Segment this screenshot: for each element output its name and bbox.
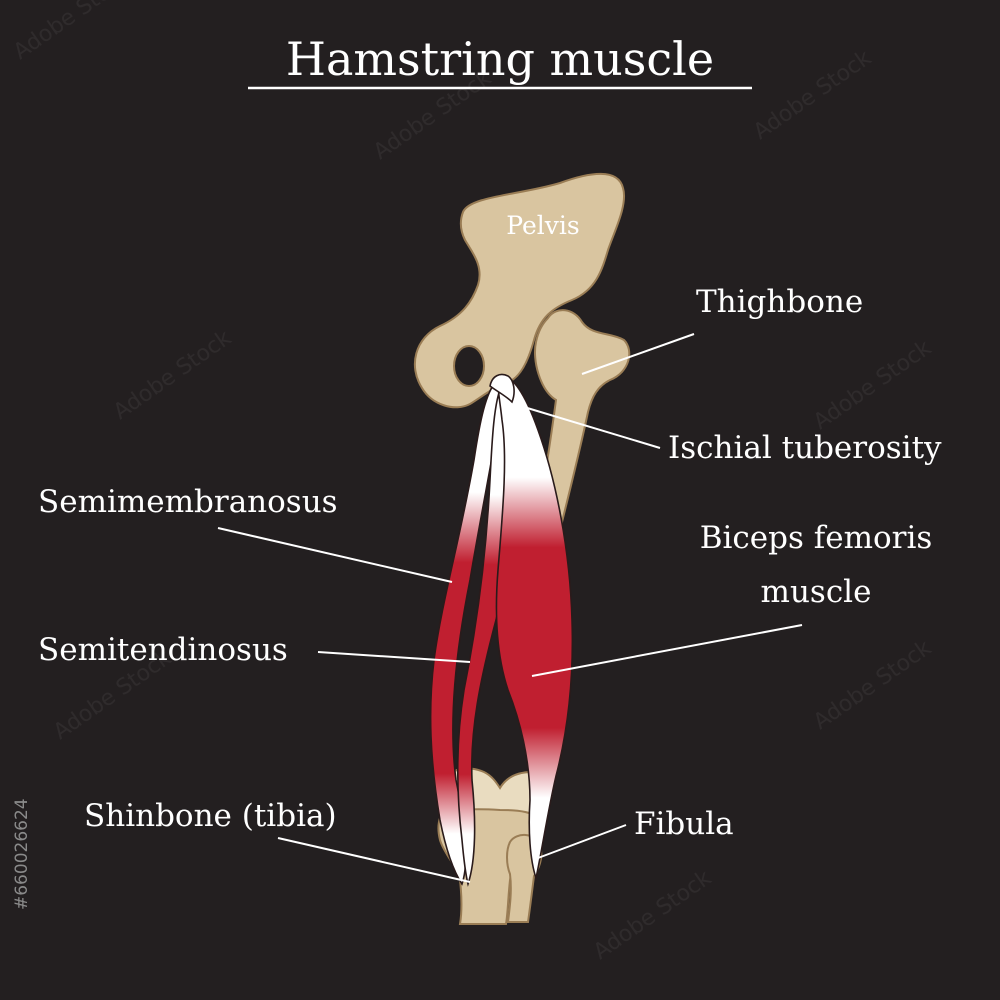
pelvis-label: Pelvis bbox=[506, 211, 579, 240]
watermark-text: Adobe Stock bbox=[749, 45, 876, 144]
watermark-text: Adobe Stock bbox=[589, 865, 716, 964]
page-title: Hamstring muscle bbox=[286, 32, 714, 86]
thighbone-label: Thighbone bbox=[696, 284, 863, 320]
ischial-tuberosity-leader-line bbox=[513, 403, 661, 449]
stock-id: #660026624 bbox=[12, 798, 32, 910]
fibula-leader-line bbox=[537, 824, 627, 859]
hamstring-muscle-group bbox=[429, 373, 574, 887]
watermark-text: Adobe Stock bbox=[809, 635, 936, 734]
shinbone-label: Shinbone (tibia) bbox=[84, 798, 337, 834]
biceps-femoris-label-line2: muscle bbox=[761, 574, 872, 610]
semimembranosus-leader-line bbox=[217, 527, 453, 583]
fibula-label: Fibula bbox=[634, 806, 734, 842]
watermark-text: Adobe Stock bbox=[809, 335, 936, 434]
semitendinosus-label: Semitendinosus bbox=[38, 632, 288, 668]
biceps-femoris-muscle bbox=[495, 376, 574, 882]
semitendinosus-leader-line bbox=[317, 651, 471, 663]
watermark-text: Adobe Stock bbox=[109, 325, 236, 424]
ischial-tendon bbox=[489, 373, 515, 404]
obturator-foramen bbox=[453, 345, 485, 387]
watermark-text: Adobe Stock bbox=[9, 0, 136, 65]
biceps-femoris-leader-line bbox=[531, 624, 803, 677]
biceps-femoris-label-line1: Biceps femoris bbox=[700, 520, 933, 556]
semimembranosus-muscle bbox=[429, 380, 504, 886]
semimembranosus-label: Semimembranosus bbox=[38, 484, 338, 520]
ischial-tuberosity-label: Ischial tuberosity bbox=[668, 430, 942, 466]
thighbone-leader-line bbox=[581, 333, 695, 375]
shinbone-leader-line bbox=[277, 837, 471, 883]
